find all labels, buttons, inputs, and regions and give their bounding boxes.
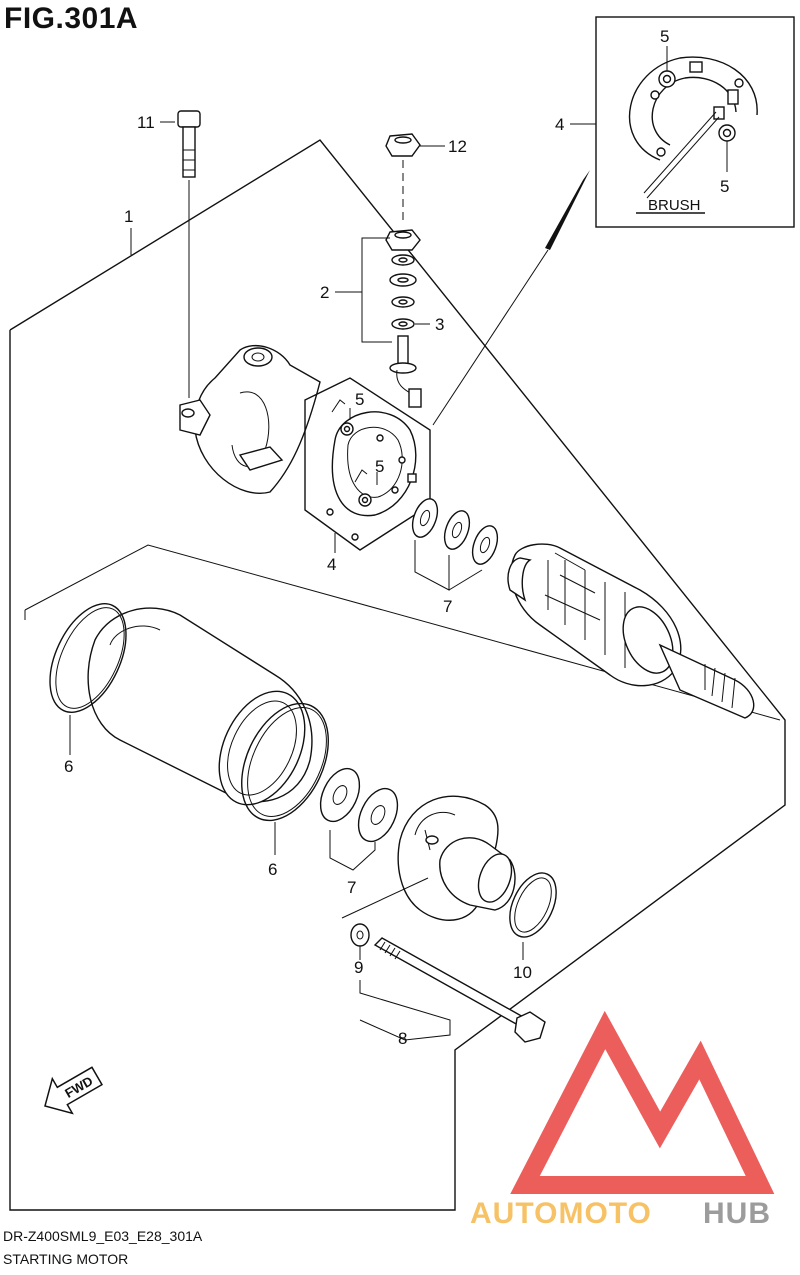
callout-8: 8	[398, 1029, 407, 1048]
callout-7-rear: 7	[443, 597, 452, 616]
figure-title: FIG.301A	[4, 2, 139, 35]
through-bolt-11	[160, 110, 201, 398]
forward-arrow: FWD	[44, 1066, 103, 1115]
assembly-name: STARTING MOTOR	[3, 1251, 129, 1267]
automotohub-watermark-logo: AUTOMOTO HUB	[470, 1010, 775, 1230]
callout-11: 11	[137, 113, 155, 132]
watermark-text-automoto: AUTOMOTO	[470, 1197, 652, 1230]
inset-pointer-arrow	[545, 170, 590, 250]
yoke-body	[87, 607, 313, 806]
armature	[507, 543, 755, 719]
terminal-washer-stack-2	[335, 229, 430, 343]
front-housing	[397, 795, 516, 921]
callout-5-inset-top: 5	[660, 27, 669, 46]
callout-3: 3	[435, 315, 444, 334]
callout-5-plate-top: 5	[355, 390, 364, 409]
callout-labels: 1 2 3 4 4 5 5 5 5 6 6 7 7 8 9 10 11 12	[64, 27, 729, 1048]
callout-2: 2	[320, 283, 329, 302]
callout-6-right: 6	[268, 860, 277, 879]
callout-9: 9	[354, 958, 363, 977]
callout-6-left: 6	[64, 757, 73, 776]
callout-4-inset: 4	[555, 115, 564, 134]
long-bolt-8	[341, 877, 546, 1043]
callout-4: 4	[327, 555, 336, 574]
terminal-nut-12	[385, 133, 445, 157]
o-ring-10	[509, 872, 557, 960]
watermark-triangle-icon	[510, 1010, 775, 1194]
callout-12: 12	[448, 137, 467, 156]
callout-7-front: 7	[347, 878, 356, 897]
o-rings-6	[49, 603, 329, 855]
callout-1: 1	[124, 207, 133, 226]
callout-5-inset-bottom: 5	[720, 177, 729, 196]
yoke-group-frame	[24, 544, 781, 721]
rear-housing	[179, 345, 321, 494]
callout-5-plate-center: 5	[375, 457, 384, 476]
brush-plate-4	[304, 377, 431, 553]
thrust-washers-7-front	[319, 767, 399, 871]
model-code: DR-Z400SML9_E03_E28_301A	[3, 1228, 203, 1244]
terminal-bolt-lead	[389, 335, 422, 408]
watermark-text-hub: HUB	[703, 1197, 771, 1230]
callout-10: 10	[513, 963, 532, 982]
brush-holder-inset: BRUSH	[595, 16, 795, 228]
brush-label: BRUSH	[648, 197, 701, 214]
thrust-washers-7-rear	[411, 498, 499, 591]
